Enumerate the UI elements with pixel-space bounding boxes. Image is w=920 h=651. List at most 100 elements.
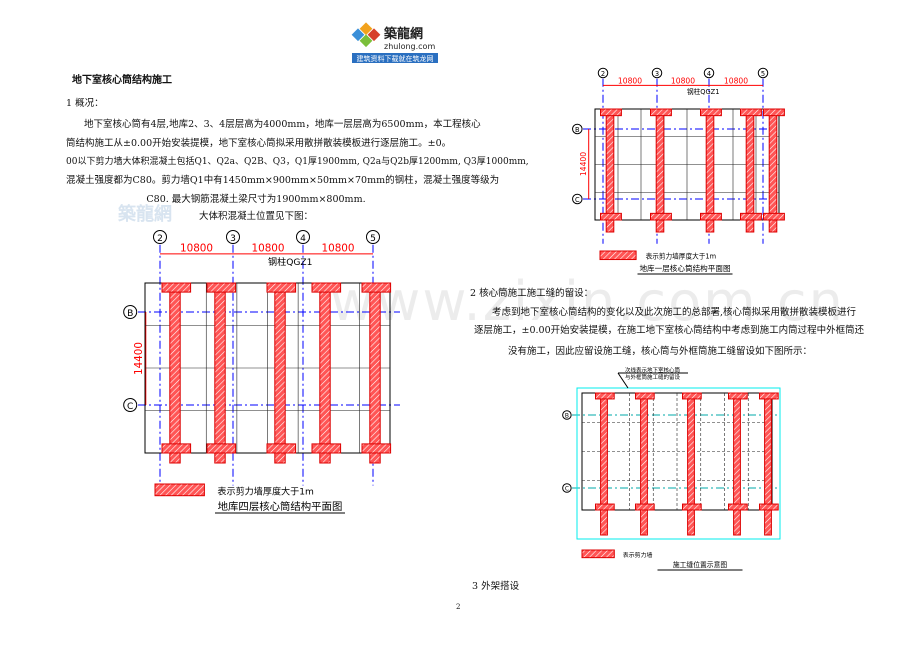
figure-caption: 施工缝位置示意图 <box>673 560 728 569</box>
shear-wall <box>740 212 762 221</box>
dimension-label: 10800 <box>724 76 748 85</box>
column-label: 钢柱QGZ1 <box>268 256 312 268</box>
shear-wall <box>600 212 622 221</box>
page-number: 2 <box>456 603 461 611</box>
note-line: 与外框筒施工缝的留设 <box>625 373 681 381</box>
paragraph-line: 逐层施工，±0.00开始安装提模，在施工地下室核心筒结构中考虑到施工内筒过程中外… <box>474 325 865 336</box>
basement-4-core-plan: 2108003108004108005BC14400表示剪力墙厚度大于1m地库四… <box>123 230 400 514</box>
paragraph-line: 00以下剪力墙大体积混凝土包括Q1、Q2a、Q2B、Q3，Q1厚1900mm, … <box>66 157 529 167</box>
watermark-small: 築龍網 <box>118 204 172 225</box>
shear-wall <box>600 392 608 536</box>
shear-wall <box>600 108 622 117</box>
shear-wall <box>650 212 672 221</box>
row-label: B <box>565 413 569 420</box>
row-bubble <box>123 398 138 412</box>
legend-swatch <box>154 483 205 497</box>
shear-wall <box>682 392 702 400</box>
row-bubble <box>123 305 138 319</box>
shear-wall <box>635 392 655 400</box>
watermark: www.zixin.com.cn <box>330 270 845 333</box>
row-label: C <box>575 196 580 204</box>
legend-label: 表示剪力墙厚度大于1m <box>217 485 314 497</box>
axis-bubble <box>366 230 380 244</box>
row-label: C <box>127 402 133 412</box>
shear-wall <box>682 503 702 511</box>
paragraph-line: 考虑到地下室核心筒结构的变化以及此次施工的总部署,核心筒拟采用散拼散装模板进行 <box>492 307 857 318</box>
axis-bubble <box>153 230 167 244</box>
shear-wall <box>161 443 192 454</box>
logo-mark-icon: 築龍網 zhulong.com 建筑资料下载就在筑龙网 <box>351 22 438 63</box>
shear-wall <box>763 212 785 221</box>
shear-wall <box>728 503 748 511</box>
shear-wall <box>740 108 762 117</box>
row-bubble <box>572 193 583 205</box>
shear-wall <box>763 108 785 117</box>
legend-swatch <box>599 250 637 261</box>
figure-caption: 地库四层核心筒结构平面图 <box>218 500 343 513</box>
shear-wall <box>635 503 655 511</box>
column-label: 钢柱QGZ1 <box>687 87 719 96</box>
dimension-label: 10800 <box>251 242 284 254</box>
figure-caption: 地库一层核心筒结构平面图 <box>639 263 730 273</box>
shear-wall <box>311 443 342 454</box>
page-title: 地下室核心筒结构施工 <box>72 75 172 86</box>
leader-line <box>617 372 629 389</box>
axis-label: 3 <box>230 234 236 244</box>
axis-label: 5 <box>761 70 765 78</box>
logo-domain: zhulong.com <box>384 42 435 51</box>
figure-intro: 大体积混凝土位置见下图： <box>198 211 313 222</box>
row-label: B <box>575 126 580 134</box>
zhulong-logo: 築龍網 zhulong.com 建筑资料下载就在筑龙网 <box>350 16 440 66</box>
shear-wall <box>169 282 181 464</box>
axis-label: 2 <box>157 234 163 244</box>
shear-wall <box>728 392 748 400</box>
shear-wall <box>319 282 331 464</box>
shear-wall <box>650 108 672 117</box>
height-dimension: 14400 <box>579 152 588 176</box>
paragraph-line: C80. 最大钢筋混凝土梁尺寸为1900mm×800mm. <box>146 194 366 205</box>
shear-wall <box>700 108 722 117</box>
axis-label: 4 <box>707 70 711 78</box>
shear-wall <box>595 503 615 511</box>
dimension-label: 10800 <box>180 242 213 254</box>
axis-label: 3 <box>655 70 659 78</box>
shear-wall <box>266 282 297 293</box>
row-label: C <box>565 486 569 493</box>
logo-name: 築龍網 <box>383 26 423 42</box>
shear-wall <box>700 212 722 221</box>
shear-wall <box>759 392 779 400</box>
joint-outline <box>576 387 781 540</box>
dimension-label: 10800 <box>671 76 695 85</box>
legend-label: 表示剪力墙厚度大于1m <box>646 252 716 261</box>
shear-wall <box>640 392 648 536</box>
shear-wall <box>161 282 192 293</box>
axis-bubble <box>757 67 769 79</box>
row-bubble <box>562 410 572 420</box>
shear-wall <box>361 443 392 454</box>
basement-1-core-plan: 2 10800 3 10800 4 10800 5B C 14400 表示剪力墙厚度大于1m 地库一… <box>572 67 785 275</box>
shear-wall <box>687 392 695 536</box>
row-bubble <box>562 483 572 493</box>
shear-wall <box>311 282 342 293</box>
axis-bubble <box>226 230 240 244</box>
dimension-label: 10800 <box>321 242 354 254</box>
axis-bubble <box>651 67 663 79</box>
axis-label: 4 <box>300 234 306 244</box>
shear-wall <box>214 282 226 464</box>
shear-wall <box>595 392 615 400</box>
section2-heading: 2 核心筒施工施工缝的留设： <box>470 288 594 299</box>
shear-wall <box>733 392 741 536</box>
paragraph-line: 没有施工，因此应留设施工缝，核心筒与外框筒施工缝留设如下图所示： <box>507 346 812 357</box>
legend-swatch <box>581 549 615 559</box>
section1-heading: 1 概况： <box>66 98 104 109</box>
shear-wall <box>361 282 392 293</box>
dimension-label: 10800 <box>618 76 642 85</box>
shear-wall <box>369 282 381 464</box>
axis-bubble <box>703 67 715 79</box>
note-line: 次线表示地下室核心筒 <box>625 366 681 374</box>
axis-label: 2 <box>601 70 605 78</box>
paragraph-line: 混凝土强度都为C80。剪力墙Q1中有1450mm×900mm×50mm×70mm… <box>66 175 500 186</box>
axis-label: 5 <box>370 234 376 244</box>
